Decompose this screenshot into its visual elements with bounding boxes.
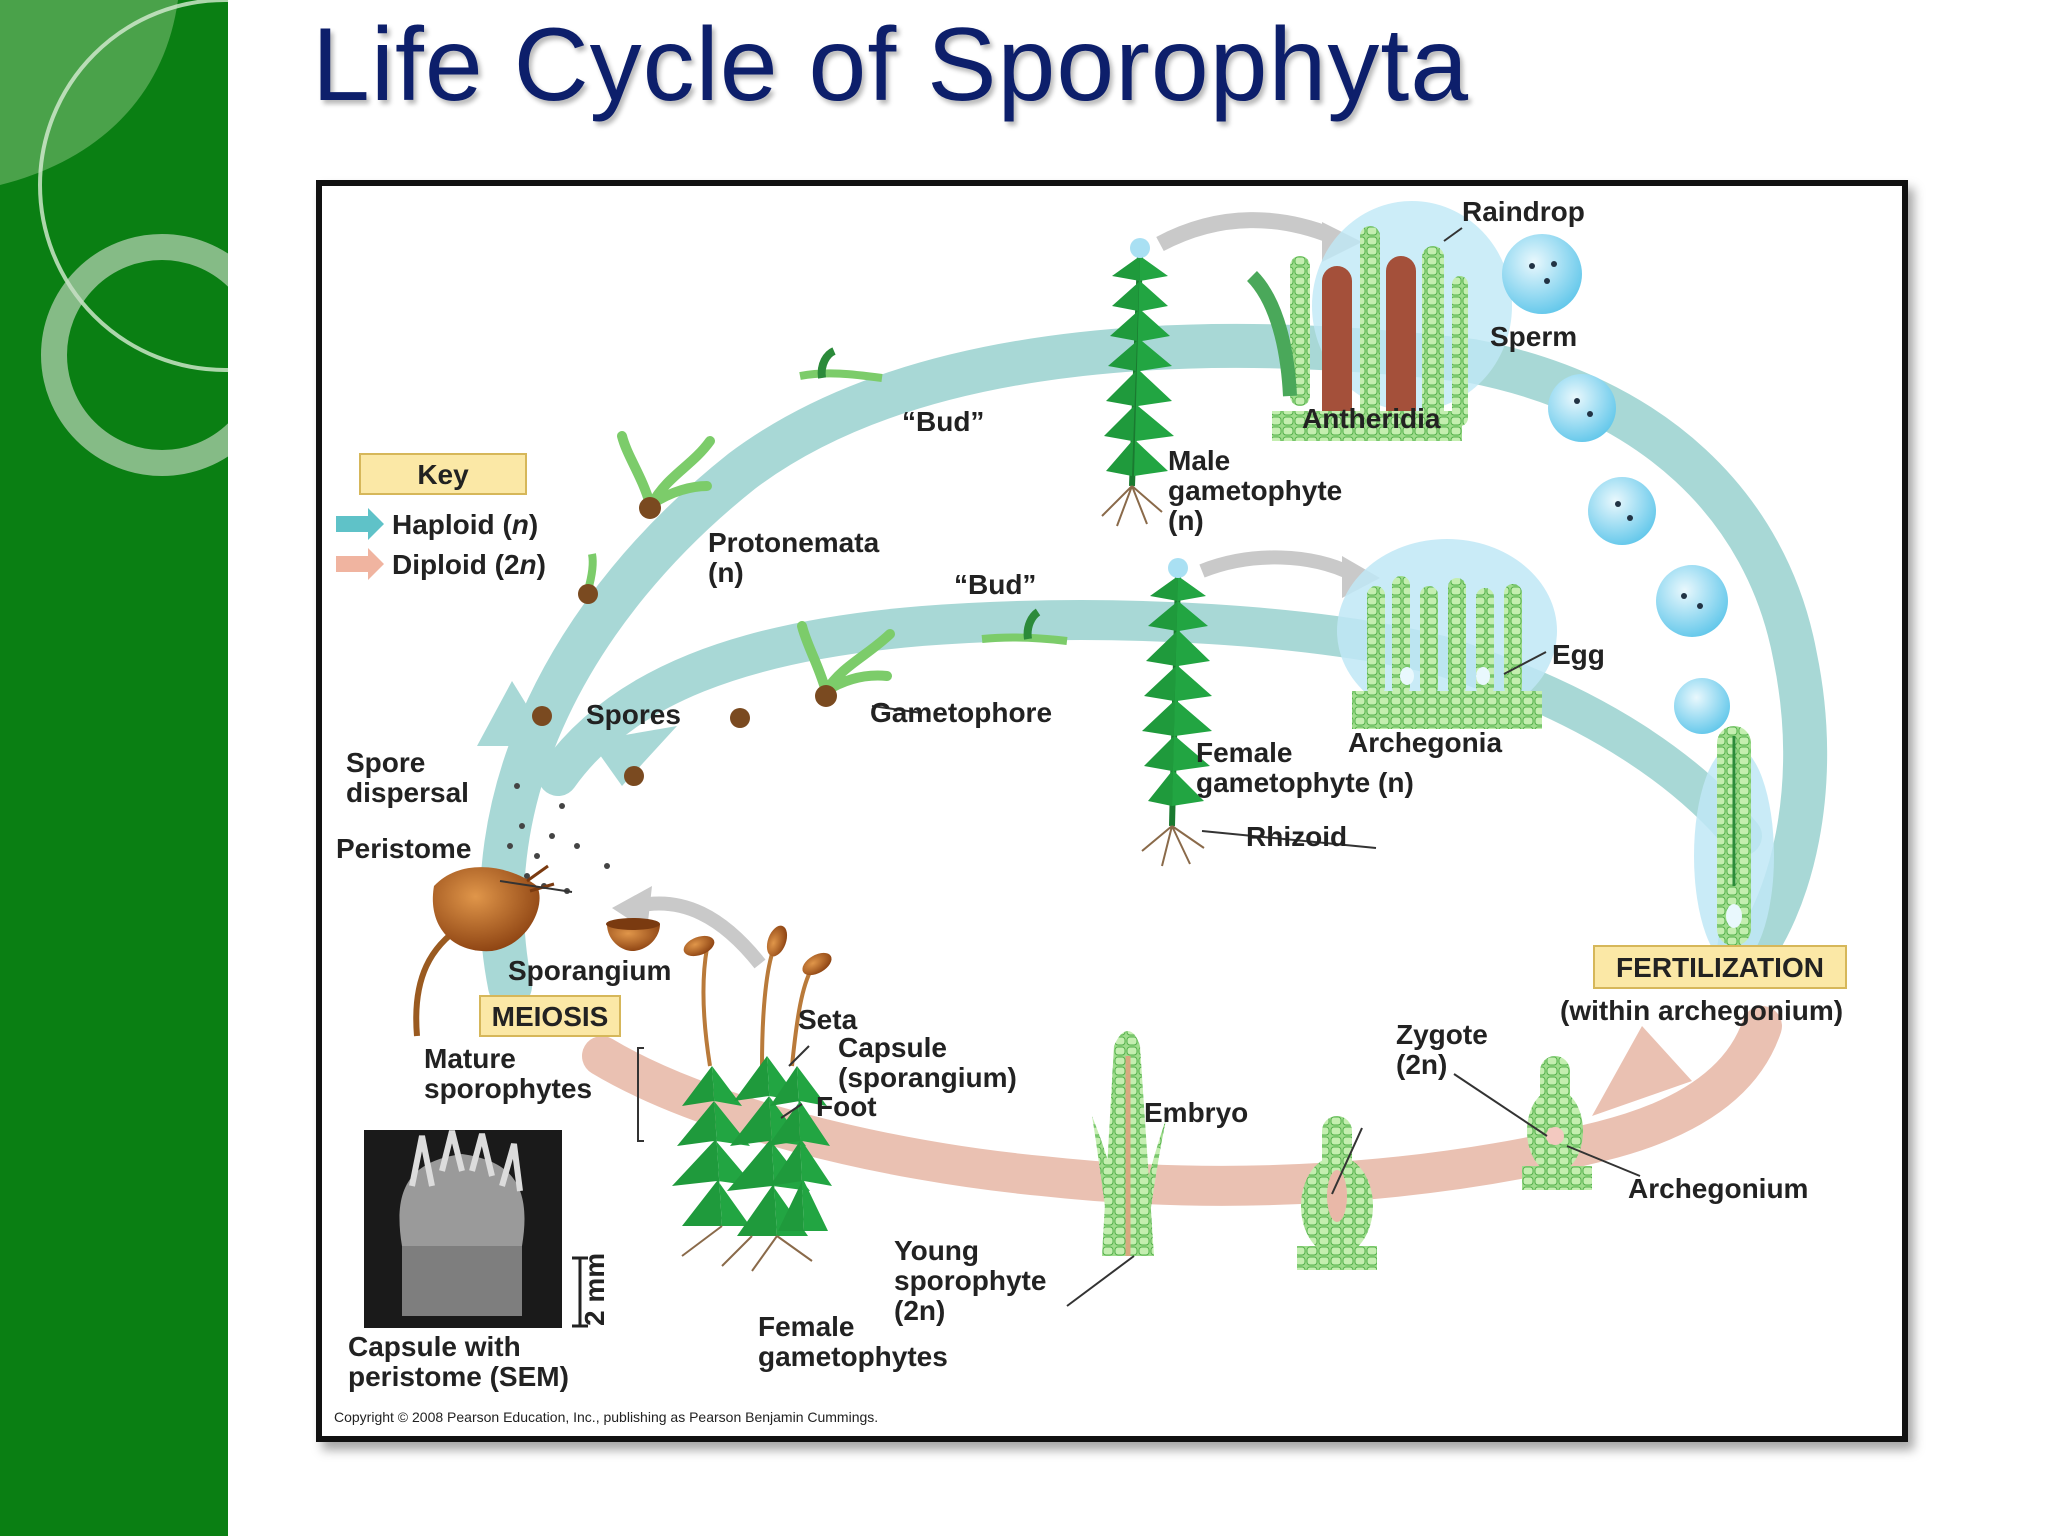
young-sporophyte-label-line2: sporophyte [894, 1265, 1046, 1296]
mature-sporophytes-label-line2: sporophytes [424, 1073, 592, 1104]
key-title: Key [417, 459, 469, 490]
female-gametophyte-illustration [1141, 558, 1212, 867]
capsule-label-line2: (sporangium) [838, 1062, 1017, 1093]
fertilization-illustration [1694, 726, 1774, 976]
embryo-illustration [1297, 1116, 1377, 1270]
mature-sporophytes-label-line1: Mature [424, 1043, 516, 1074]
capsule-peristome-illustration [413, 864, 660, 1037]
young-sporophyte-illustration [1092, 1031, 1167, 1256]
zygote-illustration [1522, 1056, 1592, 1190]
spores-label: Spores [586, 699, 681, 730]
archegonia-illustration [1337, 539, 1557, 729]
bud-top-label: “Bud” [902, 406, 984, 437]
spore-dispersal-label-line1: Spore [346, 747, 425, 778]
sidebar-corner-shape [0, 0, 178, 185]
within-archegonium-label: (within archegonium) [1560, 995, 1843, 1026]
seta-label: Seta [798, 1004, 858, 1035]
key-title-box [359, 453, 527, 495]
male-gametophyte-label-line2: gametophyte [1168, 475, 1342, 506]
meiosis-box [479, 995, 621, 1037]
sporangium-label: Sporangium [508, 955, 671, 986]
sidebar-large-ring [38, 0, 228, 372]
egg-label: Egg [1552, 639, 1605, 670]
female-gametophyte-label-line2: gametophyte (n) [1196, 767, 1414, 798]
sperm-label: Sperm [1490, 321, 1577, 352]
bud-middle-label: “Bud” [954, 569, 1036, 600]
sidebar-thick-ring [41, 234, 228, 476]
sidebar-decoration [0, 0, 228, 476]
diagram-frame: Key Haploid (n) Diploid (2n) [316, 180, 1908, 1442]
peristome-label: Peristome [336, 833, 471, 864]
key-diploid-label: Diploid (2n) [392, 549, 546, 580]
capsule-sem-label-line2: peristome (SEM) [348, 1361, 569, 1392]
diploid-arrowhead [1592, 1026, 1692, 1116]
zygote-label-line2: (2n) [1396, 1049, 1447, 1080]
gray-arrow-top [1156, 212, 1335, 252]
raindrop-sperm-illustration [1502, 234, 1730, 734]
young-sporophyte-label-line1: Young [894, 1235, 979, 1266]
zygote-label-line1: Zygote [1396, 1019, 1488, 1050]
embryo-label: Embryo [1144, 1097, 1248, 1128]
rhizoid-label: Rhizoid [1246, 821, 1347, 852]
protonemata-label-line2: (n) [708, 557, 744, 588]
copyright-notice: Copyright © 2008 Pearson Education, Inc.… [334, 1409, 878, 1425]
spore-arrowhead-right [590, 726, 677, 786]
key-haploid-arrow [336, 508, 384, 540]
antheridia-label: Antheridia [1302, 403, 1441, 434]
gray-arrow-sporophyte [635, 896, 766, 969]
male-gametophyte-label-line3: (n) [1168, 505, 1204, 536]
spore-arrowhead-left [477, 681, 552, 746]
protonemata-illustration [578, 347, 1068, 707]
archegonium-label: Archegonium [1628, 1173, 1808, 1204]
key-diploid-arrow [336, 548, 384, 580]
spore-dispersal-label-line2: dispersal [346, 777, 469, 808]
fertilization-box [1593, 945, 1847, 989]
slide-title: Life Cycle of Sporophyta [312, 7, 1470, 123]
moss-life-cycle-diagram: Key Haploid (n) Diploid (2n) [334, 196, 1847, 1425]
raindrop-label: Raindrop [1462, 196, 1585, 227]
scale-bar-label: 2 mm [579, 1253, 610, 1326]
spores-illustration [507, 706, 750, 909]
foot-label: Foot [816, 1091, 877, 1122]
gray-arrow-middle [1199, 550, 1356, 581]
archegonia-label: Archegonia [1348, 727, 1502, 758]
sem-capsule-photo [364, 1130, 588, 1328]
leader-lines [499, 227, 1641, 1307]
male-gametophyte-label-line1: Male [1168, 445, 1230, 476]
capsule-label-line1: Capsule [838, 1032, 947, 1063]
fertilization-label: FERTILIZATION [1616, 952, 1824, 983]
antheridia-illustration [1246, 201, 1512, 441]
male-gametophyte-illustration [1101, 238, 1174, 527]
capsule-sem-label-line1: Capsule with [348, 1331, 521, 1362]
protonemata-label-line1: Protonemata [708, 527, 880, 558]
meiosis-label: MEIOSIS [492, 1001, 609, 1032]
young-sporophyte-label-line3: (2n) [894, 1295, 945, 1326]
mature-sporophytes-illustration [672, 925, 832, 1272]
slide-sidebar [0, 0, 228, 1536]
key-haploid-label: Haploid (n) [392, 509, 538, 540]
gametophore-label: Gametophore [870, 697, 1052, 728]
female-gametophytes-label-line1: Female [758, 1311, 855, 1342]
female-gametophyte-label-line1: Female [1196, 737, 1293, 768]
female-gametophytes-label-line2: gametophytes [758, 1341, 948, 1372]
